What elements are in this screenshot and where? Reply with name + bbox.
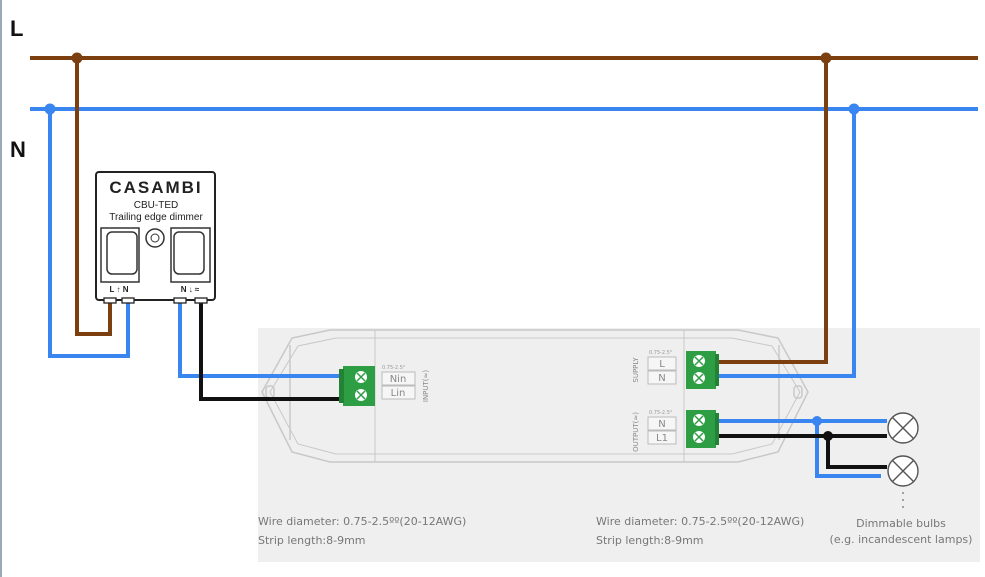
supply-neutral-wire bbox=[715, 109, 856, 378]
output-live-wire bbox=[715, 434, 887, 469]
output-live-junction bbox=[823, 431, 833, 441]
input-label: INPUT(≈) bbox=[422, 370, 430, 403]
output-terminal-block: 0.75-2.5° N L1 OUTPUT(≈) bbox=[632, 410, 719, 452]
neutral-bus-label: N bbox=[10, 137, 26, 162]
dimmed-live-wire bbox=[199, 300, 345, 401]
supply-label: SUPPLY bbox=[632, 357, 640, 383]
output-label: OUTPUT(≈) bbox=[632, 412, 640, 452]
supply-terminal-1: L bbox=[659, 359, 665, 370]
bulbs-example: (e.g. incandescent lamps) bbox=[830, 533, 973, 546]
more-bulbs-icon bbox=[902, 492, 904, 508]
dimmer-input-terminals: L ↑ N bbox=[110, 285, 129, 294]
input-terminal-2: Lin bbox=[391, 388, 406, 399]
supply-terminal-2: N bbox=[658, 373, 665, 384]
output-neutral-wire bbox=[715, 419, 881, 478]
line-bus-label: L bbox=[10, 16, 23, 41]
dimmer-neutral-wire bbox=[48, 109, 130, 358]
output-terminal-1: N bbox=[658, 419, 665, 430]
dimmer-brand: CASAMBI bbox=[109, 178, 202, 197]
supply-neutral-junction bbox=[848, 103, 860, 115]
input-terminal-block: 0.75-2.5° Nin Lin INPUT(≈) bbox=[339, 365, 430, 406]
dimmer-module: CASAMBI CBU-TED Trailing edge dimmer L ↑… bbox=[95, 171, 216, 304]
output-neutral-junction bbox=[812, 416, 822, 426]
input-gauge: 0.75-2.5° bbox=[382, 365, 406, 371]
neutral-junction bbox=[44, 103, 56, 115]
dimmer-model: CBU-TED bbox=[134, 200, 178, 211]
left-wire-note: Wire diameter: 0.75-2.5ºº(20-12AWG) bbox=[258, 515, 466, 528]
dimmer-output-terminals: N ↓ ≈ bbox=[181, 285, 200, 294]
bulbs-caption: Dimmable bulbs bbox=[856, 517, 946, 530]
supply-gauge: 0.75-2.5° bbox=[649, 350, 673, 356]
bulb-1-icon bbox=[887, 412, 919, 444]
output-terminal-2: L1 bbox=[656, 433, 668, 444]
dimmer-line-wire bbox=[75, 58, 112, 336]
button-icon bbox=[145, 228, 165, 248]
bulb-2-icon bbox=[887, 455, 919, 487]
dimmed-neutral-wire bbox=[178, 300, 345, 378]
right-strip-note: Strip length:8-9mm bbox=[596, 534, 704, 547]
supply-line-junction bbox=[820, 52, 832, 64]
right-wire-note: Wire diameter: 0.75-2.5ºº(20-12AWG) bbox=[596, 515, 804, 528]
output-gauge: 0.75-2.5° bbox=[649, 410, 673, 416]
input-terminal-1: Nin bbox=[390, 374, 407, 385]
supply-terminal-block: 0.75-2.5° L N SUPPLY bbox=[632, 350, 719, 389]
line-junction bbox=[71, 52, 83, 64]
dimmer-description: Trailing edge dimmer bbox=[109, 212, 203, 223]
driver-panel bbox=[258, 328, 980, 562]
supply-line-wire bbox=[715, 58, 828, 364]
left-strip-note: Strip length:8-9mm bbox=[258, 534, 366, 547]
